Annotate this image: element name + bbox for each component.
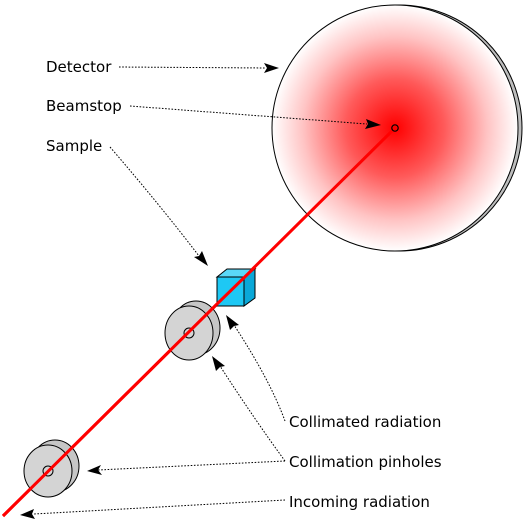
leader-pinholes-lower bbox=[97, 460, 286, 471]
beamstop-dot-icon bbox=[391, 124, 399, 132]
beam-through-sample bbox=[214, 265, 257, 307]
leader-detector bbox=[118, 66, 267, 69]
arrowhead-incoming-radiation bbox=[20, 509, 35, 519]
leader-sample bbox=[109, 146, 200, 257]
label-detector: Detector bbox=[46, 58, 112, 76]
arrowhead-pinholes-lower bbox=[87, 465, 102, 475]
label-incoming-radiation: Incoming radiation bbox=[289, 493, 430, 511]
arrowhead-collimated-radiation bbox=[226, 315, 239, 330]
leader-beamstop bbox=[129, 105, 368, 125]
arrowhead-pinholes-upper bbox=[212, 356, 225, 371]
arrowhead-beamstop bbox=[365, 119, 381, 129]
leader-collimated-radiation bbox=[233, 324, 286, 422]
label-collimation-pinholes: Collimation pinholes bbox=[289, 453, 442, 471]
leader-incoming-radiation bbox=[33, 499, 286, 515]
arrowhead-detector bbox=[264, 63, 279, 73]
beam-line-front bbox=[1, 303, 218, 518]
pinhole-hole bbox=[183, 327, 195, 339]
label-sample: Sample bbox=[46, 137, 102, 155]
pinhole-hole bbox=[42, 465, 54, 477]
label-collimated-radiation: Collimated radiation bbox=[289, 413, 441, 431]
label-beamstop: Beamstop bbox=[46, 97, 122, 115]
leader-pinholes-upper bbox=[219, 365, 286, 462]
arrowhead-sample bbox=[194, 251, 208, 266]
